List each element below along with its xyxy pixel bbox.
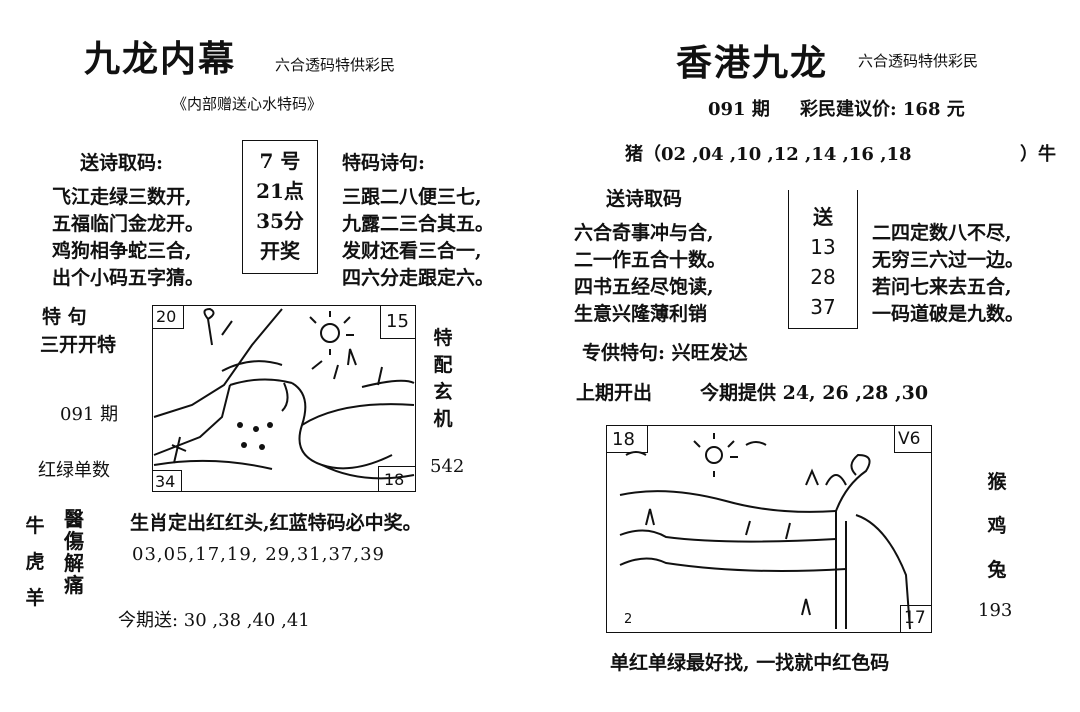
- side-char: 兔: [987, 559, 1007, 581]
- special-line: 三跟二八便三七,: [342, 186, 482, 208]
- side-char: 鸡: [987, 515, 1007, 537]
- right-subtitle: 六合透码特供彩民: [858, 52, 979, 70]
- right-special-line: 专供特句: 兴旺发达: [582, 342, 748, 364]
- side-char: 玄: [433, 381, 453, 403]
- left-corner-bl-box: [152, 470, 182, 492]
- left-corner-br: 18: [384, 470, 405, 489]
- special-line: 九露二三合其五。: [342, 213, 495, 235]
- left-stamp: 醫 傷 解 痛: [58, 508, 90, 596]
- right-poem: 六合奇事冲与合, 二一作五合十数。 四书五经尽饱读, 生意兴隆薄利销: [574, 220, 726, 328]
- right-side-number: 193: [978, 600, 1013, 621]
- poem-line: 无穷三六过一边。: [872, 249, 1025, 271]
- right-last-label: 上期开出: [576, 382, 653, 404]
- left-gift-line: 《内部赠送心水特码》: [172, 95, 323, 113]
- draw-minute: 35分: [256, 209, 304, 233]
- poem-line: 出个小码五字猜。: [52, 267, 205, 289]
- special-line: 发财还看三合一,: [342, 240, 482, 262]
- right-picture-frame: [606, 425, 932, 633]
- send-numbers: 送 13 28 37: [788, 202, 858, 322]
- poem-line: 二一作五合十数。: [574, 249, 727, 271]
- left-side-vertical: 特 配 玄 机: [428, 325, 458, 433]
- send-box: [788, 190, 858, 329]
- right-bottom-line: 单红单绿最好找, 一找就中红色码: [610, 652, 890, 674]
- left-special-heading: 特码诗句:: [342, 152, 426, 174]
- right-landscape-drawing: [619, 433, 911, 630]
- right-title: 香港九龙: [676, 42, 829, 84]
- stamp-char: 痛: [64, 573, 84, 597]
- right-offer-line: 今期提供 24, 26 ,28 ,30: [700, 382, 929, 404]
- left-corner-tl-box: [152, 305, 184, 329]
- draw-time: 7 号 21点 35分 开奖: [242, 146, 318, 266]
- left-poem-heading: 送诗取码:: [80, 152, 164, 174]
- left-corner-br-box: [378, 466, 416, 492]
- tejv-label: 特 句: [42, 306, 87, 328]
- send-number: 13: [810, 235, 836, 259]
- side-char: 特: [433, 327, 453, 349]
- left-corner-tl: 20: [156, 307, 177, 326]
- left-today-send: 今期送: 30 ,38 ,40 ,41: [118, 610, 310, 631]
- poem-line: 生意兴隆薄利销: [574, 303, 708, 325]
- right-corner-br-box: [900, 605, 932, 633]
- right-corner-tl-box: [606, 425, 648, 453]
- left-special-poem: 三跟二八便三七, 九露二三合其五。 发财还看三合一, 四六分走跟定六。: [342, 184, 494, 292]
- poem-line: 飞江走绿三数开,: [52, 186, 192, 208]
- right-poem-heading: 送诗取码: [606, 188, 683, 210]
- left-zodiac: 牛 虎 羊: [20, 508, 50, 616]
- side-char: 猴: [987, 471, 1007, 493]
- right-side-vertical: 猴 鸡 兔: [982, 460, 1012, 592]
- draw-time-box: [242, 140, 318, 274]
- right-poem2: 二四定数八不尽, 无穷三六过一边。 若问七来去五合, 一码道破是九数。: [872, 220, 1024, 328]
- draw-hour: 21点: [256, 179, 304, 203]
- zodiac-char: 羊: [25, 587, 45, 609]
- poem-line: 六合奇事冲与合,: [574, 222, 714, 244]
- stamp-char: 解: [64, 551, 84, 575]
- left-picture-frame: [152, 305, 416, 492]
- stamp-char: 傷: [64, 529, 84, 553]
- poem-line: 二四定数八不尽,: [872, 222, 1012, 244]
- left-period: 091 期: [60, 404, 119, 425]
- poem-line: 五福临门金龙开。: [52, 213, 205, 235]
- hongvl-label: 红绿单数: [38, 460, 110, 481]
- side-char: 配: [433, 354, 453, 376]
- right-corner-tr-box: [894, 425, 932, 453]
- zodiac-char: 牛: [25, 515, 45, 537]
- draw-date: 7 号: [259, 149, 301, 173]
- left-side-number: 542: [430, 456, 465, 477]
- zodiac-char: 虎: [25, 551, 45, 573]
- right-corner-bl: 2: [624, 612, 633, 627]
- tejv-text: 三开开特: [40, 334, 117, 356]
- poem-line: 若问七来去五合,: [872, 276, 1012, 298]
- poem-line: 鸡狗相争蛇三合,: [52, 240, 192, 262]
- right-pig-tail: ）牛: [1020, 144, 1056, 165]
- left-title: 九龙内幕: [84, 38, 237, 80]
- left-corner-tr: 15: [386, 311, 409, 332]
- left-poem: 飞江走绿三数开, 五福临门金龙开。 鸡狗相争蛇三合, 出个小码五字猜。: [52, 184, 204, 292]
- left-landscape-drawing: [153, 307, 415, 480]
- special-line: 四六分走跟定六。: [342, 267, 495, 289]
- send-number: 28: [810, 265, 836, 289]
- poem-line: 一码道破是九数。: [872, 303, 1025, 325]
- poem-line: 四书五经尽饱读,: [574, 276, 714, 298]
- right-corner-tr: V6: [898, 429, 921, 449]
- right-price: 彩民建议价: 168 元: [800, 99, 965, 120]
- left-corner-bl: 34: [155, 472, 176, 491]
- send-label: 送: [813, 205, 833, 229]
- right-period: 091 期: [708, 99, 770, 120]
- left-subtitle: 六合透码特供彩民: [275, 56, 396, 74]
- left-corner-tr-box: [380, 305, 416, 339]
- send-number: 37: [810, 295, 836, 319]
- right-corner-tl: 18: [612, 429, 635, 450]
- left-sentence: 生肖定出红红头,红蓝特码必中奖。: [130, 512, 422, 534]
- left-numbers: 03,05,17,19, 29,31,37,39: [132, 544, 386, 565]
- right-corner-br: 17: [904, 608, 926, 628]
- right-pig-line: 猪（02 ,04 ,10 ,12 ,14 ,16 ,18: [625, 144, 912, 165]
- stamp-char: 醫: [64, 507, 84, 531]
- draw-label: 开奖: [260, 239, 300, 263]
- side-char: 机: [433, 408, 453, 430]
